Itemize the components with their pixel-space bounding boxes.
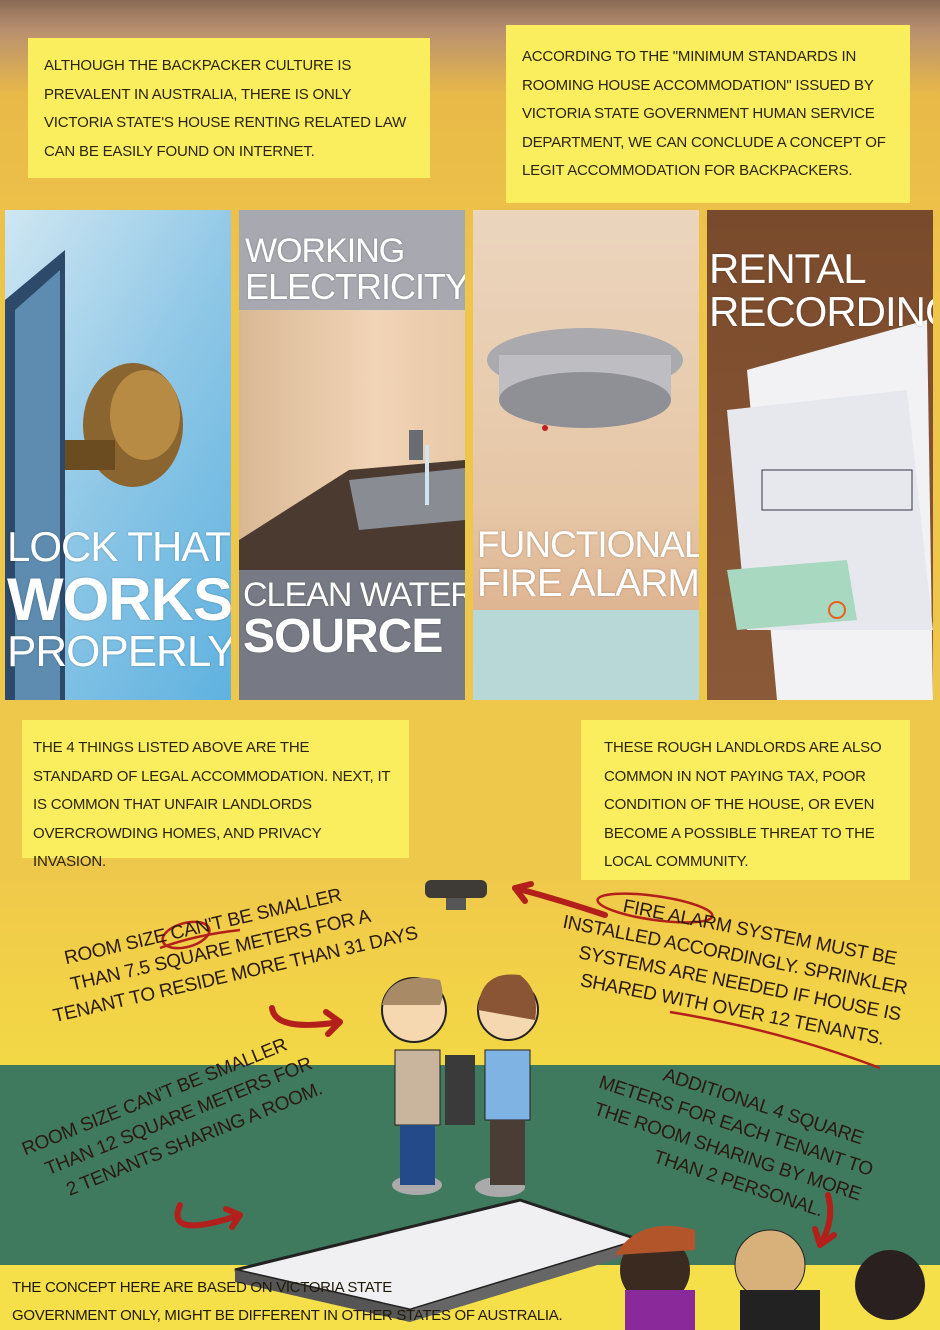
panel-fire-line1: FUNCTIONAL — [477, 524, 699, 565]
panel-fire-title: FUNCTIONAL FIRE ALARM — [477, 526, 699, 604]
door-lock-illustration — [5, 250, 183, 700]
panel-electricity-water: WORKING ELECTRICITY CLEAN WATER SOURCE — [239, 210, 465, 700]
panel-lock-line1: LOCK THAT — [7, 523, 231, 570]
panel-water-line2: SOURCE — [243, 609, 443, 663]
panel-fire-line2: FIRE ALARM — [477, 561, 699, 605]
rental-documents-illustration — [727, 320, 933, 700]
panel-rental-line1: RENTAL — [709, 245, 867, 292]
intro-left-box: Although the backpacker culture is preva… — [28, 38, 430, 178]
arrow-icons — [174, 881, 837, 1248]
panel-lock: LOCK THAT WORKS PROPERLY — [5, 210, 231, 700]
ceiling-fire-alarm-icon — [425, 880, 487, 898]
panel-electricity-title: WORKING ELECTRICITY — [245, 234, 465, 305]
smoke-detector-illustration — [473, 328, 699, 700]
kitchen-sink-illustration — [239, 210, 465, 700]
intro-right-box: According to the "Minimum standards in r… — [506, 25, 910, 203]
middle-left-box: The 4 things listed above are the standa… — [22, 720, 409, 870]
panel-water-line1: CLEAN WATER — [243, 576, 465, 614]
footer-line: The concept here are based on Victoria S… — [12, 1279, 392, 1296]
panel-electricity-line2: ELECTRICITY — [245, 265, 465, 307]
backpackers-room-illustration — [159, 880, 925, 1330]
background-yellow — [0, 880, 940, 1065]
panel-rental-title: RENTAL RECORDING — [709, 245, 933, 335]
panel-lock-line2: WORKS — [7, 565, 231, 633]
panel-rental-recording: RENTAL RECORDING — [707, 210, 933, 700]
panel-rental-line2: RECORDING — [709, 287, 933, 335]
panel-electricity-line1: WORKING — [245, 232, 405, 270]
footer-line: government only, might be different in o… — [12, 1307, 563, 1324]
panel-lock-title: LOCK THAT WORKS PROPERLY — [7, 523, 231, 677]
panel-lock-line3: PROPERLY — [7, 627, 231, 677]
panel-water-title: CLEAN WATER SOURCE — [243, 578, 465, 662]
panel-fire-alarm: FUNCTIONAL FIRE ALARM — [473, 210, 699, 700]
footer-note: The concept here are based on Victoria S… — [12, 1274, 563, 1330]
middle-right-box: These rough landlords are also common in… — [581, 720, 910, 880]
